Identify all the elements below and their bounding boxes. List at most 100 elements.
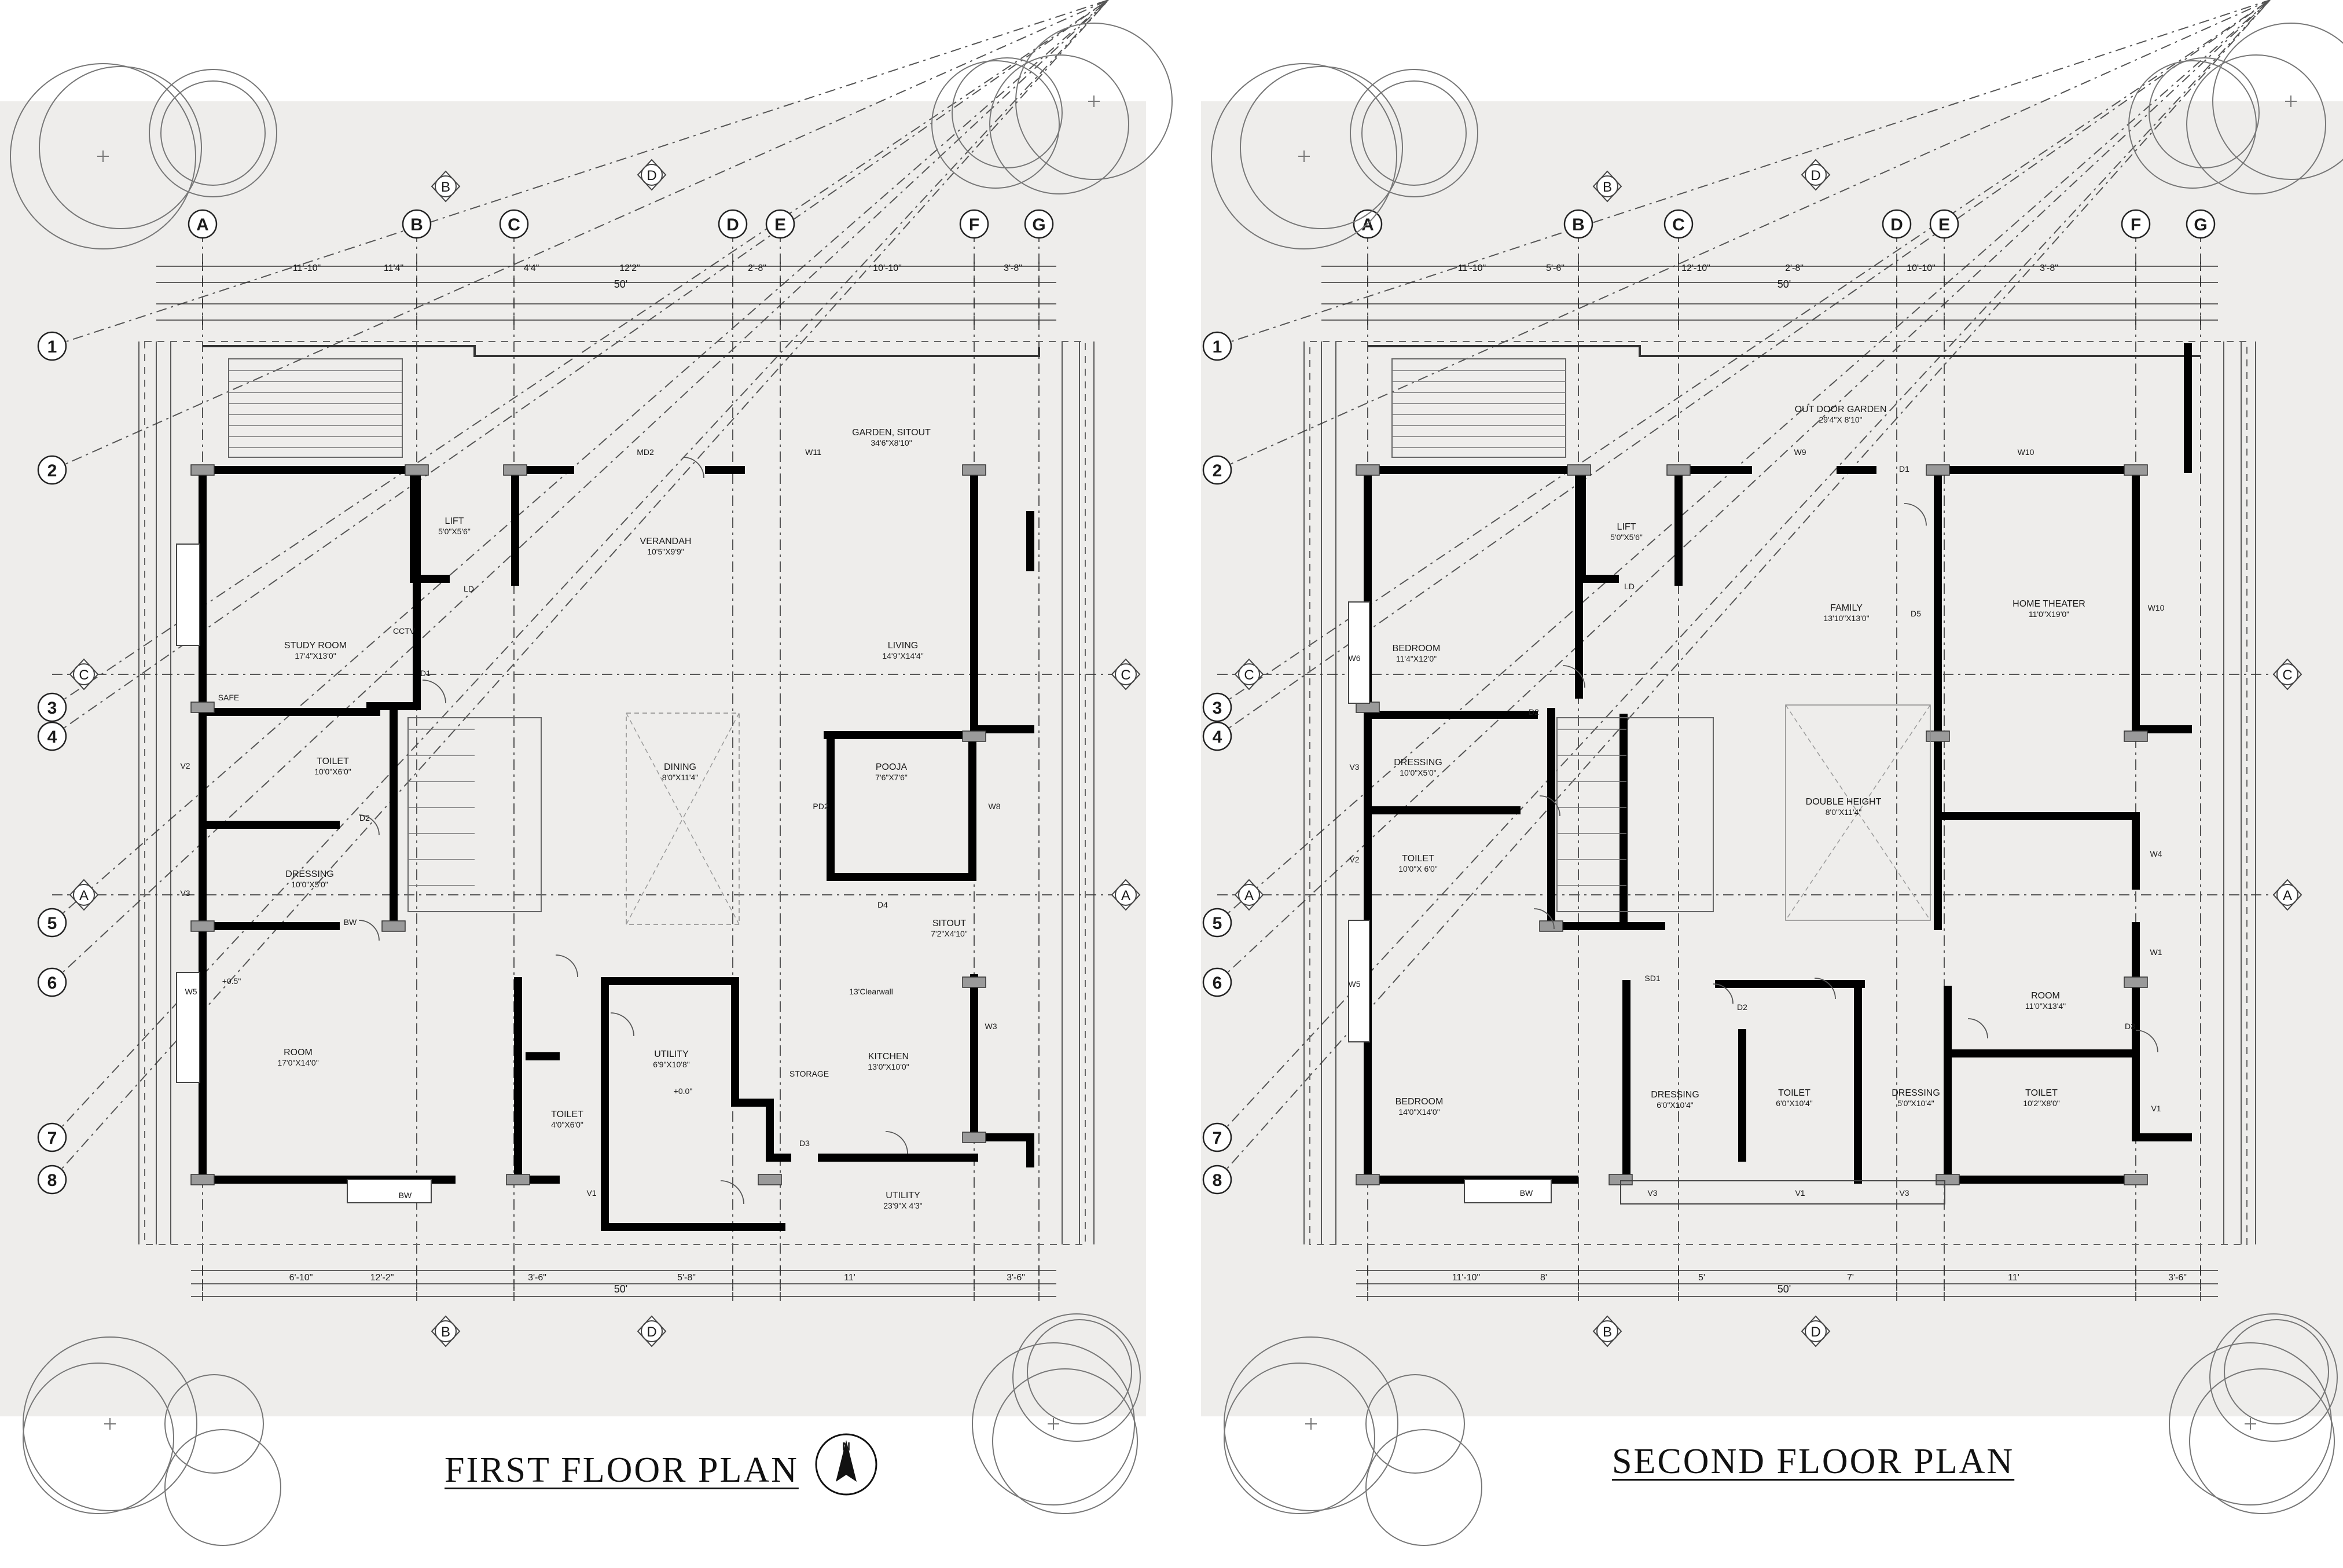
grid-bubble-row-6-label: 6 (1213, 974, 1222, 993)
room-name: GARDEN, SITOUT (852, 428, 931, 438)
window-w6 (1348, 601, 1370, 704)
dimension-label-top: 3'-8" (2040, 263, 2058, 273)
room-size: 5'0"X10'4" (1897, 1099, 1934, 1108)
section-mark-top-b-label: B (441, 179, 450, 195)
corner-circles-tr-ring (952, 57, 1063, 168)
section-mark-right-a-label: A (2283, 888, 2292, 904)
room-name: DRESSING (1651, 1090, 1699, 1100)
tag-label: W9 (1794, 447, 1806, 457)
grid-line-row (1217, 0, 2271, 983)
double-height-cross (1785, 704, 1931, 921)
section-mark-top-d-ring (641, 164, 663, 186)
tag-label: +0.5" (222, 976, 241, 986)
grid-bubble-d-label: D (1890, 215, 1903, 234)
tag-label: CCTV (393, 626, 416, 636)
grid-bubble-g-label: G (1032, 215, 1045, 234)
tag-label: V3 (1647, 1188, 1657, 1198)
dimension-label-top: 11'-10" (293, 263, 321, 273)
corner-circles-br-ring (2169, 1342, 2332, 1505)
dimension-label-bottom: 5'-8" (677, 1273, 696, 1283)
tag-label: W8 (989, 802, 1001, 811)
wall-pooja (824, 731, 976, 881)
door-swing (1533, 908, 1555, 930)
tag-label: D1 (420, 669, 431, 678)
tag-label: W5 (185, 987, 197, 996)
grid-bubble-row-8-circle (37, 1165, 67, 1195)
column-block (962, 976, 986, 988)
column-block (190, 464, 215, 476)
section-mark-bottom-d-ring (641, 1320, 663, 1342)
corner-circles-tl-ring (1211, 63, 1397, 249)
room-name: DRESSING (285, 869, 334, 879)
corner-circles-br-ring (992, 1368, 1138, 1514)
grid-bubble-a-label: A (1361, 215, 1374, 234)
overall-width-bottom: 50' (614, 1283, 627, 1295)
room-name: UTILITY (886, 1191, 920, 1200)
door-swing (1562, 665, 1585, 688)
corner-circles-bl-ring (164, 1429, 281, 1546)
corner-circles-tl-ring (1240, 66, 1403, 229)
grid-bubble-b-circle (402, 209, 432, 239)
grid-bubble-row-8-circle (1202, 1165, 1232, 1195)
section-mark-bottom-d-label: D (647, 1324, 656, 1340)
corner-circles-tr-ring (931, 60, 1060, 189)
grid-bubble-g-label: G (2194, 215, 2207, 234)
tag-label: SD1 (1644, 974, 1660, 983)
grid-bubble-e-circle (1929, 209, 1959, 239)
grid-bubble-row-4-label: 4 (47, 728, 57, 747)
grid-line-row (1217, 0, 2271, 347)
room-size: 8'0"X11'4" (662, 773, 699, 782)
tag-label: W4 (2150, 849, 2162, 858)
tag-label: BW (1520, 1188, 1533, 1198)
dimension-label-top: 5'-6" (1546, 263, 1565, 273)
dimension-label-bottom: 7' (1847, 1273, 1854, 1283)
dimension-label-top: 10'-10" (873, 263, 902, 273)
tag-label: 13'Clearwall (849, 987, 893, 996)
tag-label: V3 (1899, 1188, 1909, 1198)
first-floor-plan-title: FIRST FLOOR PLAN (445, 1451, 799, 1490)
grid-bubble-g-circle (2186, 209, 2216, 239)
tag-label: W10 (2018, 447, 2034, 457)
grid-bubble-d-circle (718, 209, 748, 239)
grid-bubble-row-8-label: 8 (1213, 1171, 1222, 1190)
corner-circles-bl-ring (164, 1374, 264, 1474)
grid-bubble-f-circle (959, 209, 989, 239)
corner-circles-br (972, 1313, 1141, 1514)
grid-bubble-row-4-circle (1202, 721, 1232, 751)
grid-line-row (1217, 0, 2271, 471)
tag-label: D5 (1911, 609, 1921, 618)
grid-bubble-row-3-label: 3 (47, 699, 57, 718)
tag-label: MD2 (637, 447, 654, 457)
internal-stair (407, 717, 542, 912)
window-bw-west (176, 544, 200, 646)
tag-label: SAFE (218, 693, 240, 702)
room-name: DINING (664, 762, 696, 772)
room-size: 13'10"X13'0" (1823, 614, 1869, 623)
tag-label: V1 (586, 1188, 596, 1198)
wall-living-east (970, 466, 1034, 733)
dimension-label-bottom: 5' (1698, 1273, 1705, 1283)
door-swing (1713, 983, 1734, 1004)
column-block (405, 464, 429, 476)
room-size: 7'6"X7'6" (875, 773, 908, 782)
dimension-label-bottom: 11' (2008, 1273, 2019, 1283)
section-mark-bottom-b-ring (435, 1320, 457, 1342)
wall-room-n (1934, 812, 2140, 890)
grid-bubble-c-label: C (1672, 215, 1685, 234)
corner-circles-bl-ring (1224, 1336, 1398, 1511)
column-block (2124, 730, 2148, 742)
grid-bubble-f-label: F (969, 215, 979, 234)
corner-circles-bl-cross (1305, 1418, 1317, 1430)
dimension-label-top: 3'-8" (1004, 263, 1022, 273)
tag-label: W10 (2148, 603, 2165, 612)
room-name: TOILET (2025, 1088, 2058, 1098)
wall-kitchen-east (970, 974, 1034, 1167)
grid-bubble-row-2-circle (1202, 455, 1232, 485)
grid-bubble-g-circle (1024, 209, 1054, 239)
tag-label: W6 (1349, 653, 1361, 663)
door-swing (555, 954, 578, 978)
section-mark-top-b-ring (435, 175, 457, 197)
column-block (758, 1174, 782, 1185)
grid-bubble-row-8-label: 8 (47, 1171, 57, 1190)
